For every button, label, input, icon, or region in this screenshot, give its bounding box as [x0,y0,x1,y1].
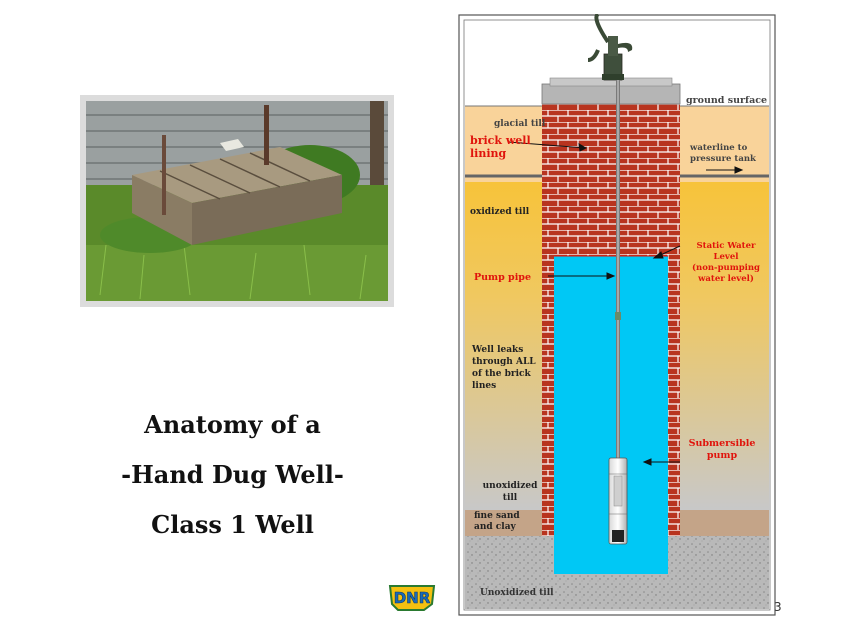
dnr-logo: DNR [388,585,436,611]
arrow-brick-lining [507,141,587,149]
title-line-3: Class 1 Well [151,510,314,539]
dnr-logo-text: DNR [394,589,431,607]
submersible-pump [608,457,628,545]
well-cover-photo [80,95,394,307]
label-static-3: (non-pumping [692,262,760,273]
label-static-1: Static Water [697,241,757,251]
label-leaks-4: lines [472,381,496,391]
label-leaks-2: through ALL [472,357,536,367]
brick-well-lining [542,96,680,256]
label-pump-pipe: Pump pipe [474,272,531,283]
label-fine-sand-2: and clay [474,522,517,532]
label-brick-lining-1: brick well [470,134,531,147]
concrete-cap [541,83,681,105]
label-glacial-till: glacial till [494,119,546,129]
title-line-2: -Hand Dug Well- [121,460,344,489]
label-submersible-2: pump [707,450,738,461]
label-oxidized-till: oxidized till [470,207,530,217]
label-leaks-1: Well leaks [471,345,523,355]
label-submersible-1: Submersible [689,438,756,449]
label-fine-sand-1: fine sand [474,511,520,521]
label-waterline-2: pressure tank [690,154,757,164]
label-unoxidized-2: till [503,493,518,503]
label-unoxidized-1: unoxidized [483,481,538,491]
title-line-1: Anatomy of a [144,410,321,439]
page-number: 3 [774,600,782,614]
hand-pump-icon [587,14,633,81]
label-unoxidized-bottom: Unoxidized till [480,588,554,598]
label-brick-lining-2: lining [470,147,507,160]
label-static-2: Level [714,252,740,262]
label-static-4: water level) [697,273,754,284]
label-ground-surface: ground surface [686,95,767,106]
well-cross-section-diagram: ground surface glacial till brick well l… [458,14,776,616]
label-waterline-1: waterline to [689,143,748,153]
label-leaks-3: of the brick [472,369,532,379]
